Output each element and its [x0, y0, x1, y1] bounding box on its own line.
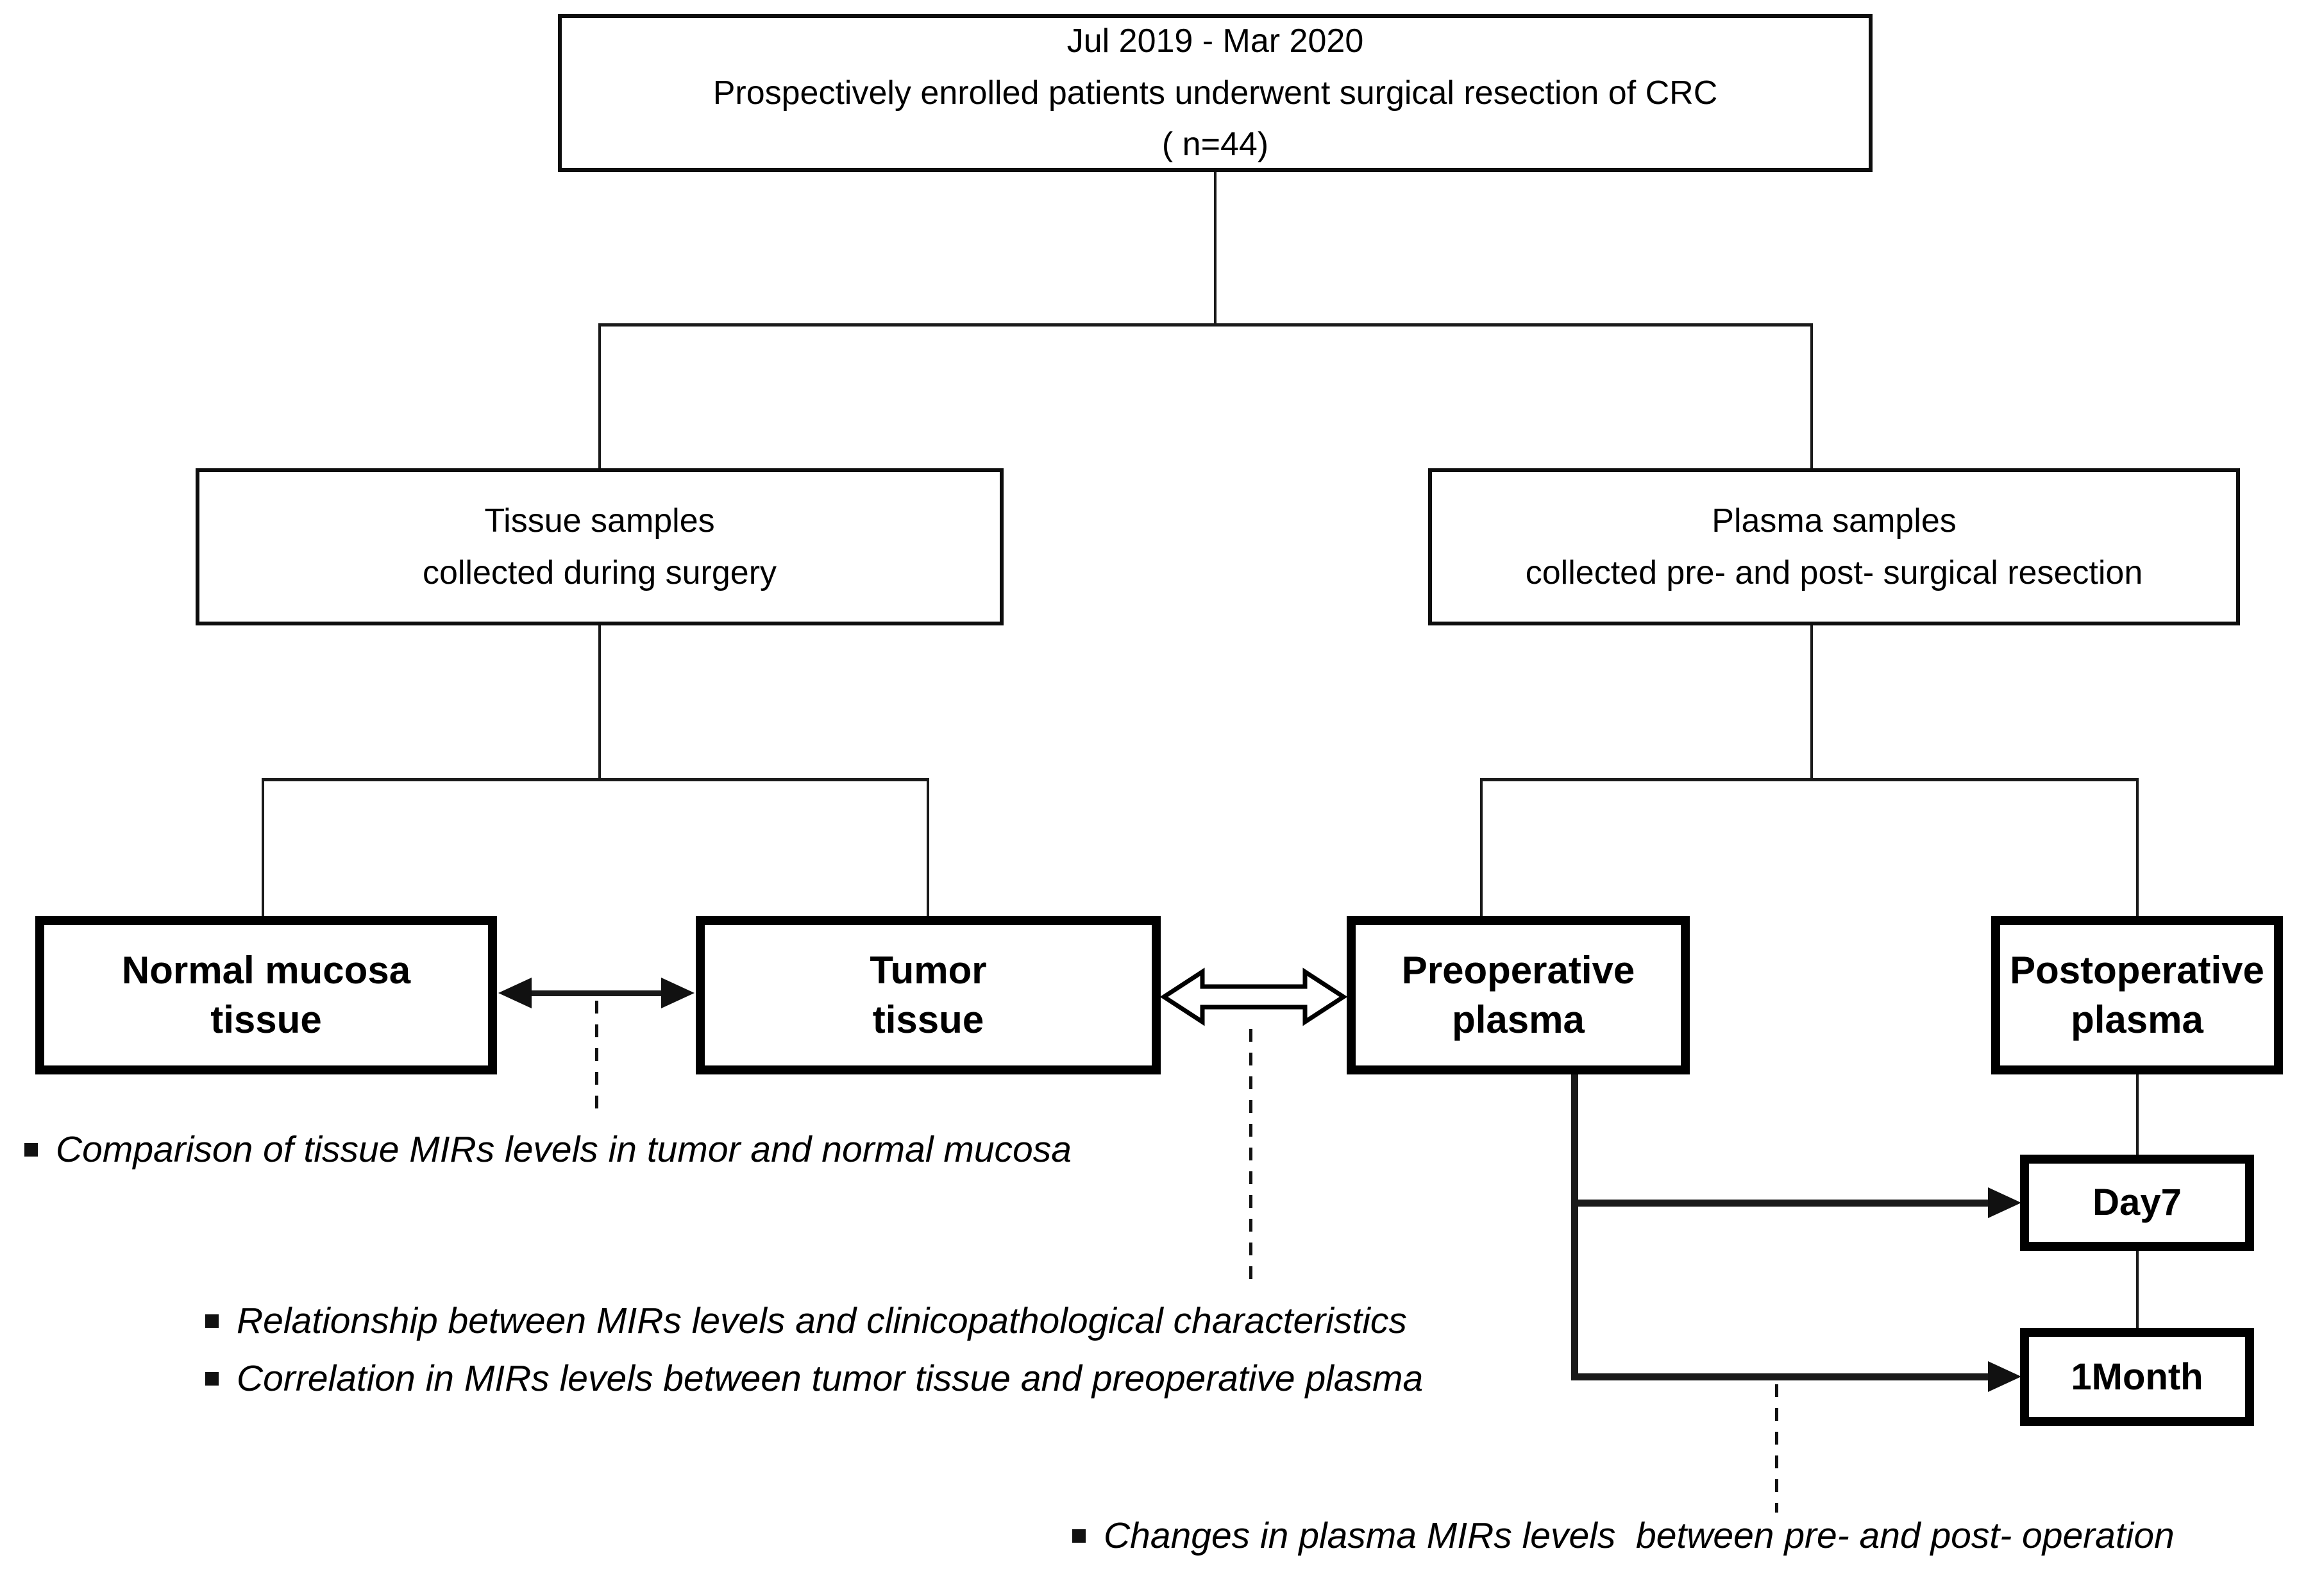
- box-plasma-samples: Plasma samples collected pre- and post- …: [1428, 468, 2240, 625]
- normal-mucosa-line2: tissue: [210, 997, 322, 1041]
- connector-tissue-down: [598, 624, 601, 779]
- connector-tissue-split-horizontal: [262, 778, 929, 781]
- note-relationship: Relationship between MIRs levels and cli…: [205, 1300, 1407, 1343]
- tumor-tissue-line1: Tumor: [870, 948, 987, 992]
- hollow-double-arrow-icon: [1161, 967, 1347, 1026]
- double-arrow-tissue-lefthead-icon: [498, 978, 532, 1008]
- plasma-samples-line2: collected pre- and post- surgical resect…: [1525, 554, 2143, 591]
- double-arrow-tissue-line: [526, 990, 667, 996]
- connector-postoperative-day7: [2136, 1073, 2139, 1156]
- box-postoperative-plasma: Postoperative plasma: [1991, 916, 2283, 1074]
- connector-tissue-drop: [598, 323, 601, 468]
- box-tumor-tissue: Tumor tissue: [696, 916, 1161, 1074]
- connector-plasma-down: [1810, 624, 1813, 779]
- dashed-line-changes-note: [1775, 1384, 1778, 1513]
- box-normal-mucosa: Normal mucosa tissue: [35, 916, 497, 1074]
- box-enrollment: Jul 2019 - Mar 2020 Prospectively enroll…: [558, 14, 1873, 172]
- connector-preoperative-drop: [1480, 778, 1483, 916]
- postoperative-line1: Postoperative: [2010, 948, 2264, 992]
- connector-plasma-drop: [1810, 323, 1813, 468]
- arrow-line-day7: [1574, 1200, 1990, 1207]
- enrollment-count: ( n=44): [1161, 126, 1269, 164]
- connector-level2-horizontal: [598, 323, 1813, 327]
- preop-branch-vertical: [1571, 1073, 1578, 1380]
- preoperative-line1: Preoperative: [1401, 948, 1635, 992]
- plasma-samples-line1: Plasma samples: [1712, 502, 1957, 539]
- note-tissue-comparison-text: Comparison of tissue MIRs levels in tumo…: [56, 1129, 1072, 1170]
- bullet-square-icon: [205, 1372, 219, 1386]
- note-relationship-text: Relationship between MIRs levels and cli…: [237, 1300, 1407, 1341]
- connector-normal-mucosa-drop: [262, 778, 264, 916]
- bullet-square-icon: [24, 1143, 38, 1157]
- bullet-square-icon: [205, 1314, 219, 1328]
- dashed-line-plasma-tumor-note: [1249, 1029, 1252, 1285]
- arrow-line-1month: [1574, 1373, 1990, 1380]
- enrollment-description: Prospectively enrolled patients underwen…: [712, 74, 1718, 112]
- box-day7: Day7: [2020, 1155, 2254, 1251]
- connector-enrollment-down: [1214, 171, 1217, 325]
- day7-label: Day7: [2092, 1182, 2182, 1224]
- note-changes-text: Changes in plasma MIRs levels between pr…: [1104, 1515, 2175, 1556]
- connector-day7-1month: [2136, 1250, 2139, 1329]
- note-correlation-text: Correlation in MIRs levels between tumor…: [237, 1358, 1424, 1399]
- connector-postoperative-drop: [2136, 778, 2139, 916]
- arrowhead-1month-icon: [1988, 1361, 2021, 1392]
- double-arrow-tissue-righthead-icon: [661, 978, 695, 1008]
- box-tissue-samples: Tissue samples collected during surgery: [196, 468, 1004, 625]
- preoperative-line2: plasma: [1452, 997, 1585, 1041]
- note-changes: Changes in plasma MIRs levels between pr…: [1072, 1515, 2175, 1557]
- note-correlation: Correlation in MIRs levels between tumor…: [205, 1358, 1423, 1400]
- tissue-samples-line2: collected during surgery: [422, 554, 777, 591]
- enrollment-period: Jul 2019 - Mar 2020: [1066, 22, 1364, 60]
- bullet-square-icon: [1072, 1529, 1086, 1543]
- box-1month: 1Month: [2020, 1328, 2254, 1426]
- box-preoperative-plasma: Preoperative plasma: [1347, 916, 1690, 1074]
- arrowhead-day7-icon: [1988, 1187, 2021, 1218]
- 1month-label: 1Month: [2071, 1355, 2203, 1398]
- dashed-line-tissue-note: [595, 1001, 598, 1114]
- connector-tumor-drop: [927, 778, 929, 916]
- note-tissue-comparison: Comparison of tissue MIRs levels in tumo…: [24, 1129, 1072, 1171]
- tissue-samples-line1: Tissue samples: [484, 502, 715, 539]
- connector-plasma-split-horizontal: [1480, 778, 2139, 781]
- tumor-tissue-line2: tissue: [872, 997, 984, 1041]
- normal-mucosa-line1: Normal mucosa: [121, 948, 411, 992]
- postoperative-line2: plasma: [2071, 997, 2203, 1041]
